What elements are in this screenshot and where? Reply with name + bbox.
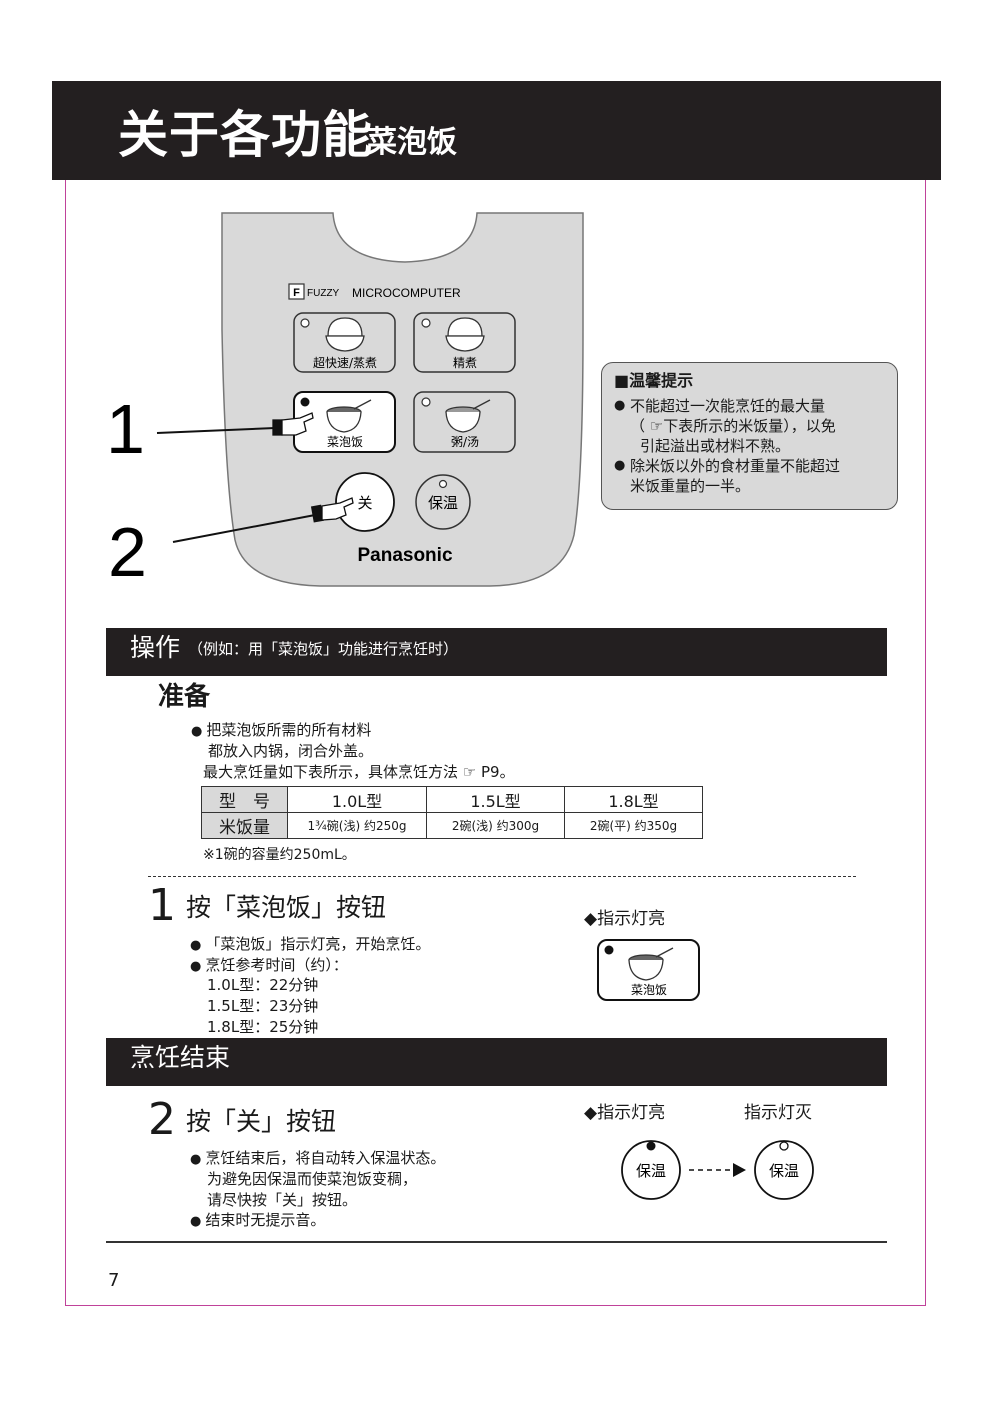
header-bar (52, 81, 941, 180)
bottom-rule (106, 1241, 887, 1243)
svg-text:粥/汤: 粥/汤 (451, 435, 479, 449)
indicator-lamp-on (604, 945, 614, 955)
microcomputer-label: MICROCOMPUTER (352, 286, 461, 300)
tips-title: ■温馨提示 (614, 371, 694, 390)
tips-item: ● 不能超过一次能烹饪的最大量 （ ☞下表所示的米饭量），以免 引起溢出或材料不… (614, 397, 836, 455)
porridge-indicator (421, 397, 431, 407)
quick-steam-indicator (300, 318, 310, 328)
svg-text:F: F (293, 287, 300, 299)
control-panel-illustration: F FUZZY MICROCOMPUTER 超快速/蒸煮 精煮 菜泡饭 粥/汤 … (106, 212, 584, 591)
prep-text: 都放入内锅，闭合外盖。 (208, 742, 374, 760)
step-2-text: 为避免因保温而使菜泡饭变稠， (207, 1170, 418, 1188)
rice-bowl-icon (325, 317, 365, 352)
table-cell: 2碗(平) 约350g (564, 812, 703, 839)
finish-title: 烹饪结束 (130, 1043, 231, 1072)
indicator-lamp-off (779, 1141, 789, 1151)
rice-bowl-icon (445, 317, 485, 352)
svg-text:精煮: 精煮 (453, 356, 477, 370)
callout-number-2: 2 (108, 513, 147, 591)
svg-text:保温: 保温 (428, 494, 458, 512)
pointing-hand-icon (272, 412, 314, 436)
arrow-head-icon (733, 1163, 746, 1177)
table-row: 米饭量 1¾碗(浅) 约250g 2碗(浅) 约300g 2碗(平) 约350g (201, 812, 703, 839)
step-2-text: 请尽快按「关」按钮。 (207, 1191, 358, 1209)
tips-box: ■温馨提示 ● 不能超过一次能烹饪的最大量 （ ☞下表所示的米饭量），以免 引起… (601, 362, 898, 510)
callout-line-1 (156, 427, 276, 434)
table-header-cell: 米饭量 (201, 812, 288, 839)
callout-number-1: 1 (106, 390, 145, 468)
svg-text:菜泡饭: 菜泡饭 (327, 435, 363, 449)
table-cell: 1.8L型 (564, 786, 703, 813)
keep-warm-button[interactable] (415, 474, 471, 530)
tips-item: ● 除米饭以外的食材重量不能超过 米饭重量的一半。 (614, 457, 841, 495)
svg-text:菜泡饭: 菜泡饭 (631, 983, 667, 997)
pointing-hand-icon (310, 497, 354, 523)
svg-text:保温: 保温 (636, 1162, 666, 1180)
finish-section-bar: 烹饪结束 (106, 1038, 887, 1086)
page-subtitle: 菜泡饭 (367, 125, 457, 160)
indicator-off-label: 指示灯灭 (744, 1103, 812, 1123)
operation-note: （例如：用「菜泡饭」功能进行烹饪时） (188, 640, 459, 658)
step-2-bullet: ●结束时无提示音。 (190, 1211, 326, 1229)
soup-bowl-icon (628, 947, 674, 981)
prep-bullet: ●把菜泡饭所需的所有材料 (191, 721, 372, 739)
step-2-title: 按「关」按钮 (186, 1107, 337, 1136)
prep-title: 准备 (158, 682, 211, 712)
capacity-table: 型 号 1.0L型 1.5L型 1.8L型 米饭量 1¾碗(浅) 约250g 2… (201, 786, 703, 839)
operation-section-bar: 操作 （例如：用「菜泡饭」功能进行烹饪时） (106, 628, 887, 676)
panel-body (221, 212, 584, 587)
table-header-cell: 型 号 (201, 786, 288, 813)
step-1-title: 按「菜泡饭」按钮 (186, 893, 387, 922)
svg-text:保温: 保温 (769, 1162, 799, 1180)
page-title: 关于各功能 (118, 106, 373, 164)
svg-text:关: 关 (357, 494, 372, 512)
indicator-lamp-on (646, 1141, 656, 1151)
cook-time-2: 1.5L型：23分钟 (207, 997, 319, 1015)
prep-footnote: ※1碗的容量约250mL。 (203, 847, 356, 863)
off-button[interactable] (335, 472, 395, 532)
brand-logo: Panasonic (357, 545, 452, 566)
callout-line-2 (172, 514, 316, 543)
cook-time-3: 1.8L型：25分钟 (207, 1018, 319, 1036)
prep-text: 最大烹饪量如下表所示，具体烹饪方法 ☞ P9。 (203, 763, 515, 781)
veg-rice-indicator-illustration: 菜泡饭 (597, 939, 700, 1001)
step-1-bullet: ●烹饪参考时间（约）： (190, 956, 348, 974)
fine-cook-indicator (421, 318, 431, 328)
table-cell: 1.5L型 (426, 786, 565, 813)
dashed-divider (148, 876, 856, 877)
fuzzy-logo-icon: F (288, 283, 305, 300)
operation-title: 操作 (130, 633, 181, 662)
keep-warm-button-off (754, 1140, 814, 1200)
table-cell: 1¾碗(浅) 约250g (287, 812, 427, 839)
page-number: 7 (108, 1270, 120, 1291)
table-row: 型 号 1.0L型 1.5L型 1.8L型 (201, 786, 703, 813)
soup-bowl-icon (445, 399, 491, 433)
indicator-on-label: ◆指示灯亮 (584, 909, 666, 929)
veg-rice-indicator (300, 397, 310, 407)
indicator-on-label: ◆指示灯亮 (584, 1103, 666, 1123)
step-1-number: 1 (148, 880, 176, 931)
soup-bowl-icon (326, 399, 372, 433)
keep-warm-indicator (438, 479, 448, 489)
cook-time-1: 1.0L型：22分钟 (207, 976, 319, 994)
table-cell: 2碗(浅) 约300g (426, 812, 565, 839)
svg-text:超快速/蒸煮: 超快速/蒸煮 (313, 355, 377, 370)
step-2-number: 2 (148, 1094, 176, 1145)
keep-warm-transition-illustration: 保温 保温 (621, 1140, 814, 1200)
fuzzy-label: FUZZY (307, 288, 340, 299)
keep-warm-button-on (621, 1140, 681, 1200)
step-1-bullet: ●「菜泡饭」指示灯亮，开始烹饪。 (190, 935, 431, 953)
table-cell: 1.0L型 (287, 786, 427, 813)
step-2-bullet: ●烹饪结束后，将自动转入保温状态。 (190, 1149, 446, 1167)
